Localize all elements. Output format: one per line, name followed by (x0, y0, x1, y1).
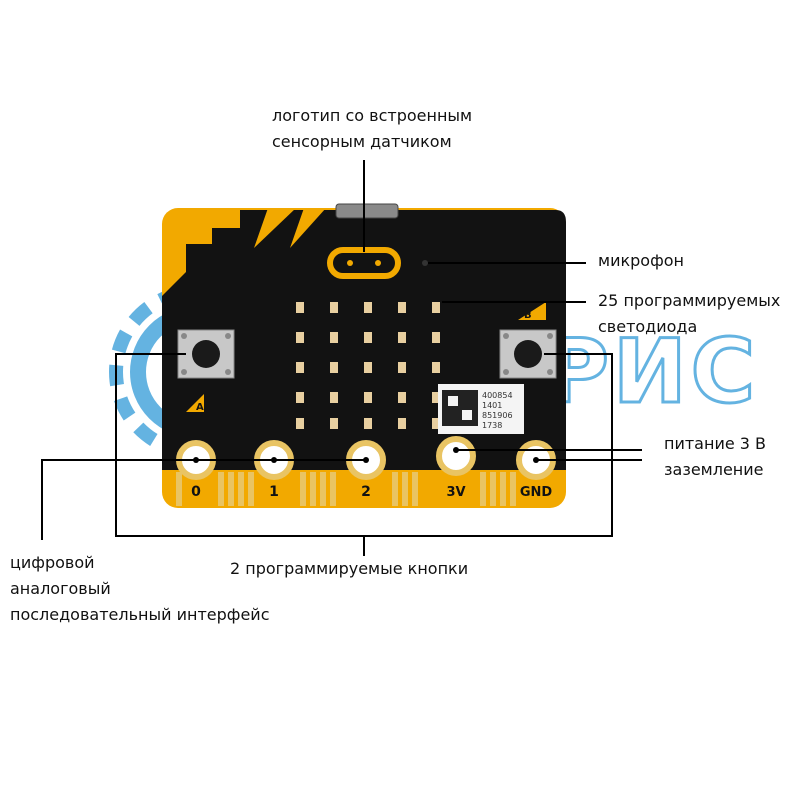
led-matrix (296, 302, 440, 429)
led (364, 392, 372, 403)
edge-connector (176, 472, 516, 506)
callout-logo-line1: логотип со встроенным (272, 106, 473, 125)
led (432, 392, 440, 403)
led (398, 302, 406, 313)
callout-buttons-text: 2 программируемые кнопки (230, 559, 469, 578)
microbit-board: 400854 1401 851906 1738 A B (162, 203, 566, 508)
callout-buttons: 2 программируемые кнопки (230, 556, 468, 582)
led (364, 332, 372, 343)
led (330, 362, 338, 373)
microphone-hole (422, 260, 428, 266)
button-a-letter: A (196, 402, 204, 413)
button-b-letter: B (524, 310, 532, 321)
led (398, 332, 406, 343)
pin-label: 3V (446, 485, 465, 500)
led (432, 418, 440, 429)
callout-leds-line1: 25 программируемых (598, 291, 781, 310)
pin-3v: 3V (436, 436, 476, 500)
led (330, 392, 338, 403)
sticker-line: 1738 (482, 421, 502, 430)
callout-ground: заземление (664, 460, 764, 479)
callout-io-line3: последовательный интерфейс (10, 605, 270, 624)
qr-code-icon (442, 390, 478, 426)
callout-leds-line2: светодиода (598, 317, 698, 336)
pin-label: 2 (361, 484, 371, 500)
button-a: A (177, 329, 235, 413)
led (398, 392, 406, 403)
callout-leds: 25 программируемых светодиода (598, 288, 780, 340)
callout-io-line1: цифровой (10, 553, 95, 572)
touch-logo-dot (375, 260, 381, 266)
io-leader (41, 459, 366, 540)
qr-code-pattern (448, 396, 458, 406)
led (398, 362, 406, 373)
callout-logo-line2: сенсорным датчиком (272, 132, 452, 151)
pin-label: 1 (269, 484, 279, 500)
sticker-line: 1401 (482, 401, 502, 410)
callout-power: питание 3 В (664, 434, 767, 453)
led (364, 362, 372, 373)
led (364, 418, 372, 429)
callout-io: цифровой аналоговый последовательный инт… (10, 550, 270, 628)
led (364, 302, 372, 313)
callout-microphone-text: микрофон (598, 251, 685, 270)
pin-label: 0 (191, 484, 201, 500)
led (296, 302, 304, 313)
led (296, 418, 304, 429)
qr-code-pattern (462, 410, 472, 420)
led (296, 332, 304, 343)
led (432, 302, 440, 313)
sticker-line: 400854 (482, 391, 513, 400)
callout-lines (41, 160, 642, 556)
callout-logo: логотип со встроенным сенсорным датчиком (272, 103, 472, 155)
callout-dots (193, 447, 539, 463)
led (432, 362, 440, 373)
led (398, 418, 406, 429)
led (330, 302, 338, 313)
usb-connector (335, 203, 399, 219)
sticker-line: 851906 (482, 411, 513, 420)
led (296, 392, 304, 403)
callout-io-line2: аналоговый (10, 579, 111, 598)
callout-microphone: микрофон (598, 248, 684, 274)
touch-logo-dot (347, 260, 353, 266)
callout-power-ground: питание 3 В заземление (664, 431, 766, 483)
led (330, 418, 338, 429)
board-triangle (290, 208, 326, 248)
board-triangle (254, 208, 296, 248)
led (330, 332, 338, 343)
pin-gnd: GND (516, 440, 556, 500)
pin-label: GND (520, 485, 553, 500)
led (296, 362, 304, 373)
led (432, 332, 440, 343)
